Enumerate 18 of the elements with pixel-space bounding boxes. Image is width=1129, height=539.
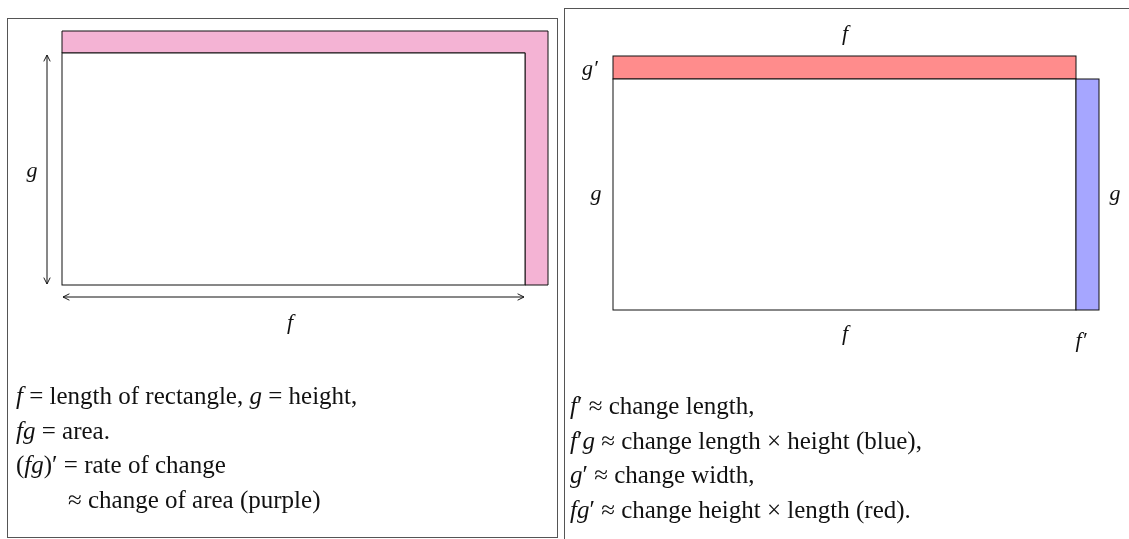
variable-label: f′ (1075, 329, 1087, 351)
formula-text: f′ ≈ change length, (570, 391, 756, 421)
formula-text: ≈ change of area (purple) (67, 484, 322, 516)
variable-label: g (1109, 182, 1121, 204)
panel (564, 8, 1129, 539)
formula-text: fg′ ≈ change height × length (red). (570, 494, 912, 526)
variable-label: g′ (582, 57, 598, 79)
panel (7, 18, 558, 538)
formula-text: f′g ≈ change length × height (blue), (570, 425, 922, 457)
formula-text: g′ ≈ change width, (570, 460, 756, 490)
formula-text: fg = area. (16, 415, 111, 446)
formula-text: f = length of rectangle, g = height, (16, 381, 358, 411)
formula-text: (fg)′ = rate of change (16, 450, 227, 481)
variable-label: f (841, 322, 849, 344)
variable-label: f (841, 22, 849, 44)
variable-label: f (286, 311, 294, 333)
variable-label: g (590, 182, 602, 204)
variable-label: g (26, 159, 38, 181)
